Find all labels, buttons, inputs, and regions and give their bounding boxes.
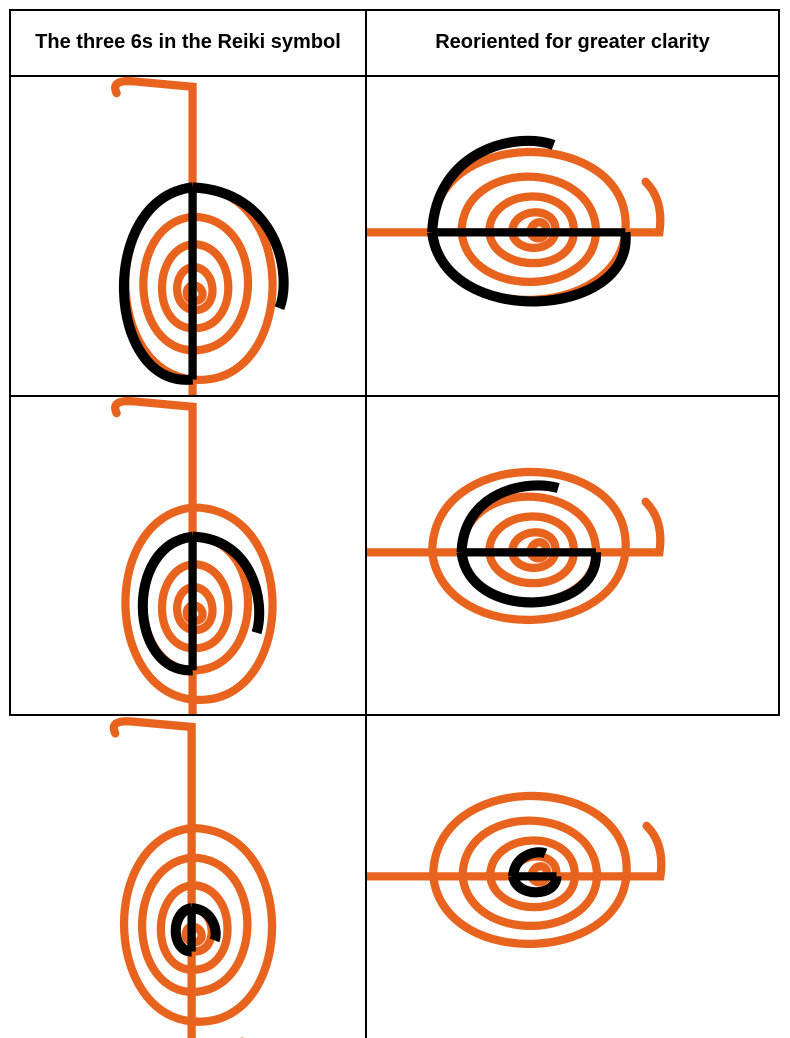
header-original-text: The three 6s in the Reiki symbol [35, 31, 341, 55]
original-symbol-row-2 [9, 397, 367, 716]
original-symbol-row-3 [9, 716, 367, 1038]
original-symbol-1-figure [11, 77, 365, 395]
orig-2-symbol-group [115, 401, 272, 714]
reoriented-symbol-1-figure [367, 77, 778, 395]
reoriented-symbol-2-figure [367, 397, 778, 714]
header-original: The three 6s in the Reiki symbol [9, 9, 367, 77]
reoriented-symbol-row-1 [367, 77, 780, 397]
header-reoriented: Reoriented for greater clarity [367, 9, 780, 77]
reor-1-symbol-group [367, 141, 660, 310]
original-symbol-3-figure [9, 716, 365, 1038]
orig-3-symbol-group [114, 721, 272, 1038]
reoriented-symbol-row-2 [367, 397, 780, 716]
orig-1-symbol-group [115, 81, 283, 395]
reoriented-symbol-row-3 [367, 716, 780, 1038]
reor-3-symbol-group [367, 796, 661, 954]
original-symbol-row-1 [9, 77, 367, 397]
reoriented-symbol-3-figure [367, 716, 780, 1038]
original-symbol-2-figure [11, 397, 365, 714]
reiki-six-table: The three 6s in the Reiki symbol Reorien… [9, 9, 780, 1038]
reor-2-symbol-group [367, 472, 660, 630]
header-reoriented-text: Reoriented for greater clarity [435, 31, 710, 55]
